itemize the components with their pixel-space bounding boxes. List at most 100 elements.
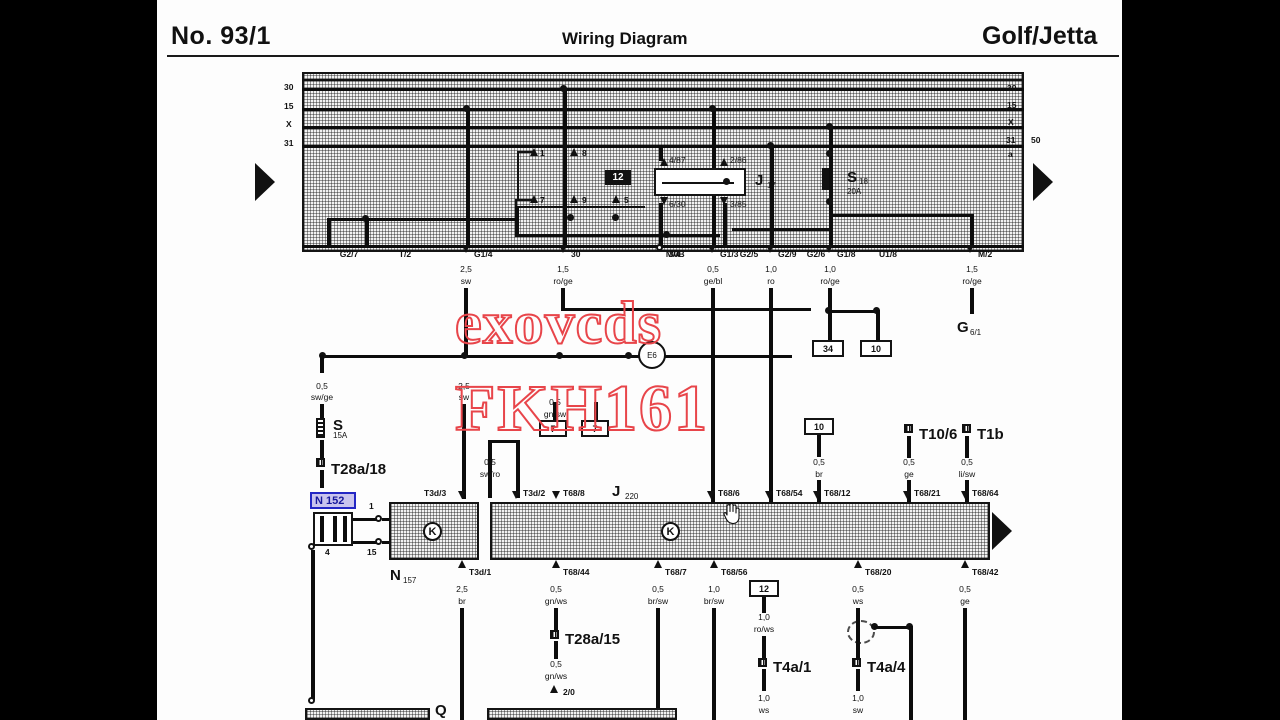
wire-ro-ws-down: [762, 636, 766, 658]
bus-label-right-a: a: [1008, 149, 1013, 159]
terminal-label-t68-21: T68/21: [914, 488, 941, 498]
terminal-arrow-t68-21[interactable]: [903, 491, 911, 499]
wire-gauge-t68-44: 0,5: [550, 584, 562, 594]
panel-bottom-rail: [302, 245, 1024, 248]
connector-box-10[interactable]: 10: [860, 340, 892, 357]
header-divider: [167, 55, 1119, 57]
n152-pin1-terminal[interactable]: [375, 515, 382, 522]
terminal-arrow-30[interactable]: [559, 245, 567, 253]
wire-color-t68-20: ws: [852, 596, 864, 606]
connector-t1b-plug[interactable]: [962, 424, 971, 433]
relay-name-j: J: [755, 172, 764, 189]
connector-box-7b[interactable]: 7: [581, 420, 609, 437]
relay-terminal-6-30[interactable]: [660, 197, 668, 205]
wire-2-5-sw-down: [462, 404, 466, 499]
panel-jumper: [517, 151, 519, 201]
junction-dot: [612, 214, 619, 221]
component-j220-name: J: [612, 483, 621, 500]
bottom-component-left[interactable]: [305, 708, 430, 720]
relay-terminal-label-2-86: 2/86: [730, 155, 747, 165]
terminal-arrow-t68-12[interactable]: [813, 491, 821, 499]
terminal-label-t68-8: T68/8: [563, 488, 585, 498]
wire-gauge-sw-ge: 0,5: [316, 381, 328, 391]
wire-gauge-2-5-sw: 2,5: [458, 381, 470, 391]
wire-gauge-t68-7: 0,5: [652, 584, 664, 594]
terminal-arrow-t68-44[interactable]: [552, 560, 560, 568]
connector-t4a-1-plug[interactable]: [758, 658, 767, 667]
junction-dot: [461, 352, 468, 359]
terminal-arrow-t3d-1[interactable]: [458, 560, 466, 568]
selected-component-n152[interactable]: N 152: [310, 492, 356, 509]
fuse-s-15a-body[interactable]: [316, 418, 325, 438]
connector-t28a-18-plug[interactable]: [316, 458, 325, 467]
junction-dot: [560, 85, 567, 92]
terminal-arrow-t68-8[interactable]: [552, 491, 560, 499]
relay-terminal-4-87[interactable]: [660, 158, 668, 166]
terminal-arrow-t3d-2[interactable]: [512, 491, 520, 499]
splice-marker: [847, 620, 875, 644]
bottom-component-center[interactable]: [487, 708, 677, 720]
terminal-arrow-g1-4[interactable]: [462, 245, 470, 253]
terminal-arrow-t68-54[interactable]: [765, 491, 773, 499]
wire-gauge-g2-9: 1,0: [765, 264, 777, 274]
connector-box-34[interactable]: 34: [812, 340, 844, 357]
component-g6-1-name: G: [957, 319, 969, 336]
terminal-label-t68-54: T68/54: [776, 488, 803, 498]
terminal-arrow-t68-20[interactable]: [854, 560, 862, 568]
terminal-label-t68-7: T68/7: [665, 567, 687, 577]
wire-box34-drop: [828, 310, 832, 340]
terminal-arrow-t68-64[interactable]: [961, 491, 969, 499]
terminal-arrow-t68-42[interactable]: [961, 560, 969, 568]
terminal-arrow-g1-3[interactable]: [708, 245, 716, 253]
component-j220-body[interactable]: [490, 502, 990, 560]
terminal-arrow-t68-6[interactable]: [707, 491, 715, 499]
n152-pin15-terminal[interactable]: [375, 538, 382, 545]
terminal-arrow-g1-8[interactable]: [825, 245, 833, 253]
terminal-label-t3d-3: T3d/3: [424, 488, 447, 498]
terminal-arrow-2-0[interactable]: [550, 685, 558, 693]
wire-color-t68-7: br/sw: [647, 596, 669, 606]
fuse-s18-body[interactable]: [822, 168, 829, 190]
connector-box-12b[interactable]: 12: [749, 580, 779, 597]
terminal-label-t68-44: T68/44: [563, 567, 590, 577]
fuse-rating-20a: 20A: [847, 187, 862, 196]
wire-t10-6-down: [907, 436, 911, 458]
bus-label-left-x: X: [286, 119, 292, 129]
wire-gauge-ws-bottom: 1,0: [758, 693, 770, 703]
wire-color-t68-42: ge: [960, 596, 970, 606]
terminal-arrow-t68-7[interactable]: [654, 560, 662, 568]
connector-box-7a[interactable]: 7: [539, 420, 567, 437]
terminal-label-2-0: 2/0: [563, 687, 575, 697]
connector-t4a-4-plug[interactable]: [852, 658, 861, 667]
connector-box-10b[interactable]: 10: [804, 418, 834, 435]
terminal-open-30b[interactable]: [656, 244, 663, 251]
wire-box7-drop: [553, 402, 557, 420]
terminal-arrow-m-2[interactable]: [966, 245, 974, 253]
wire-color-t3d-1: br: [458, 596, 466, 606]
panel-rail-drop: [515, 206, 519, 236]
panel-position-terminal-8[interactable]: [570, 148, 578, 156]
junction-dot: [556, 352, 563, 359]
connector-t28a-15-plug[interactable]: [550, 630, 559, 639]
panel-position-terminal-5[interactable]: [612, 195, 620, 203]
connector-t10-6-label: T10/6: [919, 426, 958, 443]
wire-box10-drop: [876, 310, 880, 340]
junction-dot: [826, 198, 833, 205]
component-e6[interactable]: E6: [638, 341, 666, 369]
bottom-open-terminal[interactable]: [308, 697, 315, 704]
relay-terminal-label-3-85-arrow[interactable]: [720, 197, 728, 205]
terminal-arrow-t3d-3[interactable]: [458, 491, 466, 499]
relay-terminal-2-86[interactable]: [720, 158, 728, 166]
panel-position-terminal-9[interactable]: [570, 195, 578, 203]
n152-internal: [343, 516, 347, 542]
relay-supply-wire: [659, 145, 663, 161]
connector-t10-6-plug[interactable]: [904, 424, 913, 433]
n152-pin15-wire: [353, 541, 377, 544]
n152-pin4-terminal[interactable]: [308, 543, 315, 550]
connector-t4a-1-label: T4a/1: [773, 659, 812, 676]
terminal-arrow-g2-9[interactable]: [766, 245, 774, 253]
bus-label-left-31: 31: [284, 138, 294, 148]
wire-box10b-drop: [817, 435, 821, 457]
terminal-arrow-t68-56[interactable]: [710, 560, 718, 568]
wire-splice-branch: [874, 626, 909, 629]
